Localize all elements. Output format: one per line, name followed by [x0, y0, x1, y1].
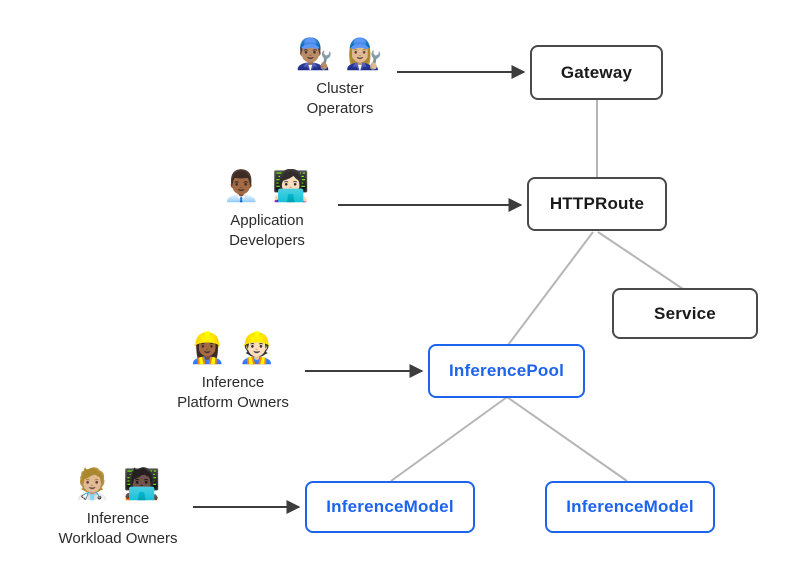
node-gateway: Gateway [530, 45, 663, 100]
inference-workload-owners-label: Inference Workload Owners [58, 510, 178, 547]
persona-cluster-operators: 👨🏽‍🔧 👩🏼‍🔧 Cluster Operators [250, 36, 430, 119]
edge-httproute-service [597, 231, 684, 290]
node-inferencemodel-right: InferenceModel [545, 481, 715, 533]
node-httproute: HTTPRoute [527, 177, 667, 231]
inference-platform-owners-label: Inference Platform Owners [177, 374, 289, 411]
edge-inferencepool-inferencemodel-left [390, 396, 508, 482]
persona-inference-platform-owners: 👷🏾‍♀️ 👷🏻 Inference Platform Owners [143, 330, 323, 413]
application-developers-emoji-icon: 👨🏾‍💼 👩🏻‍💻 [222, 170, 312, 203]
inference-platform-owners-emoji-icon: 👷🏾‍♀️ 👷🏻 [188, 332, 278, 365]
node-inferencepool: InferencePool [428, 344, 585, 398]
cluster-operators-label: Cluster Operators [306, 80, 374, 117]
persona-application-developers: 👨🏾‍💼 👩🏻‍💻 Application Developers [177, 168, 357, 251]
persona-inference-workload-owners: 🧑🏼‍⚕️ 🧑🏿‍💻 Inference Workload Owners [28, 466, 208, 549]
application-developers-label: Application Developers [229, 212, 305, 249]
node-service: Service [612, 288, 758, 339]
inference-workload-owners-emoji-icon: 🧑🏼‍⚕️ 🧑🏿‍💻 [73, 468, 163, 501]
node-inferencemodel-left: InferenceModel [305, 481, 475, 533]
edge-inferencepool-inferencemodel-right [506, 396, 628, 482]
cluster-operators-emoji-icon: 👨🏽‍🔧 👩🏼‍🔧 [295, 38, 385, 71]
edge-httproute-inferencepool [507, 231, 594, 346]
